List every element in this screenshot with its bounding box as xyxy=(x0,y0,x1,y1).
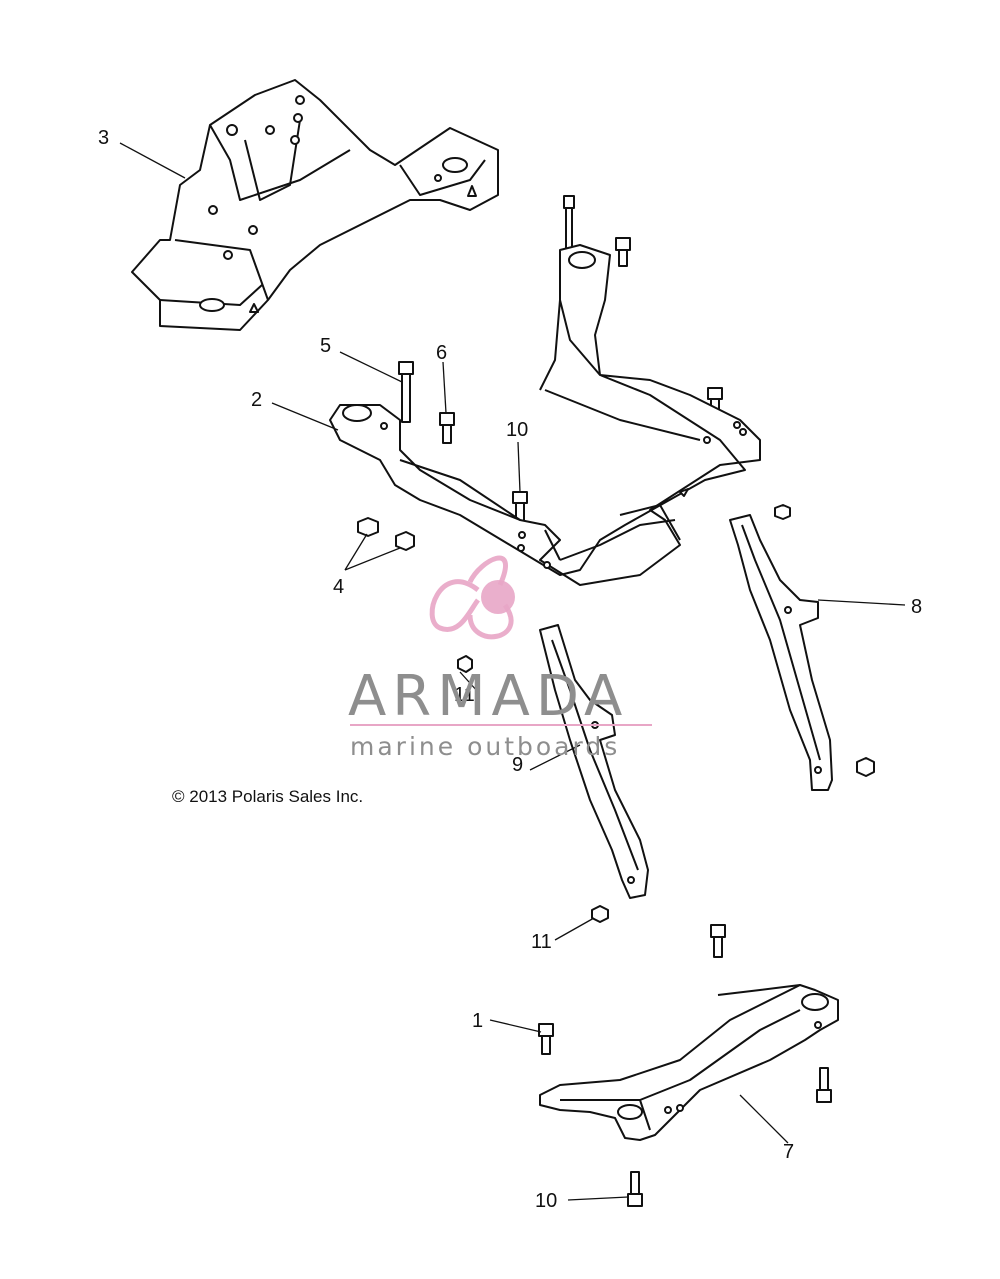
part-7-lower-crossmember xyxy=(539,984,839,1141)
callout-5: 5 xyxy=(320,335,332,357)
bolt-right-of-part-7 xyxy=(816,1067,832,1103)
part-1-bolt xyxy=(538,1023,554,1055)
watermark-propeller-hub xyxy=(481,580,515,614)
callout-11-upper: 11 xyxy=(454,684,475,706)
part-4-nuts xyxy=(357,517,415,551)
part-10-bolt-lower xyxy=(627,1171,643,1207)
part-9-left-arm xyxy=(539,624,649,899)
callout-9: 9 xyxy=(512,754,524,776)
callout-3: 3 xyxy=(98,127,110,149)
callout-10-upper: 10 xyxy=(506,419,529,441)
callout-6: 6 xyxy=(436,342,448,364)
bolt-above-part-7 xyxy=(710,924,726,958)
callout-8: 8 xyxy=(911,596,923,618)
nut-right-bottom xyxy=(856,757,875,777)
part-2-crossmember xyxy=(329,244,761,586)
callout-2: 2 xyxy=(251,389,263,411)
watermark-tagline: marine outboards xyxy=(350,732,621,761)
callout-4: 4 xyxy=(333,576,345,598)
part-5-bolt xyxy=(398,361,414,423)
part-3-upper-frame xyxy=(131,79,499,331)
callout-7: 7 xyxy=(783,1141,795,1163)
part-8-right-arm xyxy=(729,514,833,791)
nut-part-11-upper xyxy=(457,655,473,673)
copyright-notice: © 2013 Polaris Sales Inc. xyxy=(172,787,364,806)
bolt-short-top xyxy=(615,237,631,267)
leader-lines xyxy=(119,142,906,1201)
nut-part-11-lower xyxy=(591,905,609,923)
part-6-bolt xyxy=(439,412,455,444)
callout-11-lower: 11 xyxy=(531,931,552,953)
watermark-brand: ARMADA xyxy=(348,664,629,729)
callout-10-lower: 10 xyxy=(535,1190,558,1212)
bolt-long-top xyxy=(563,195,575,251)
watermark-propeller-icon xyxy=(429,555,514,640)
callout-1: 1 xyxy=(472,1010,484,1032)
nut-right-top xyxy=(774,504,791,520)
watermark-rule xyxy=(350,724,652,726)
